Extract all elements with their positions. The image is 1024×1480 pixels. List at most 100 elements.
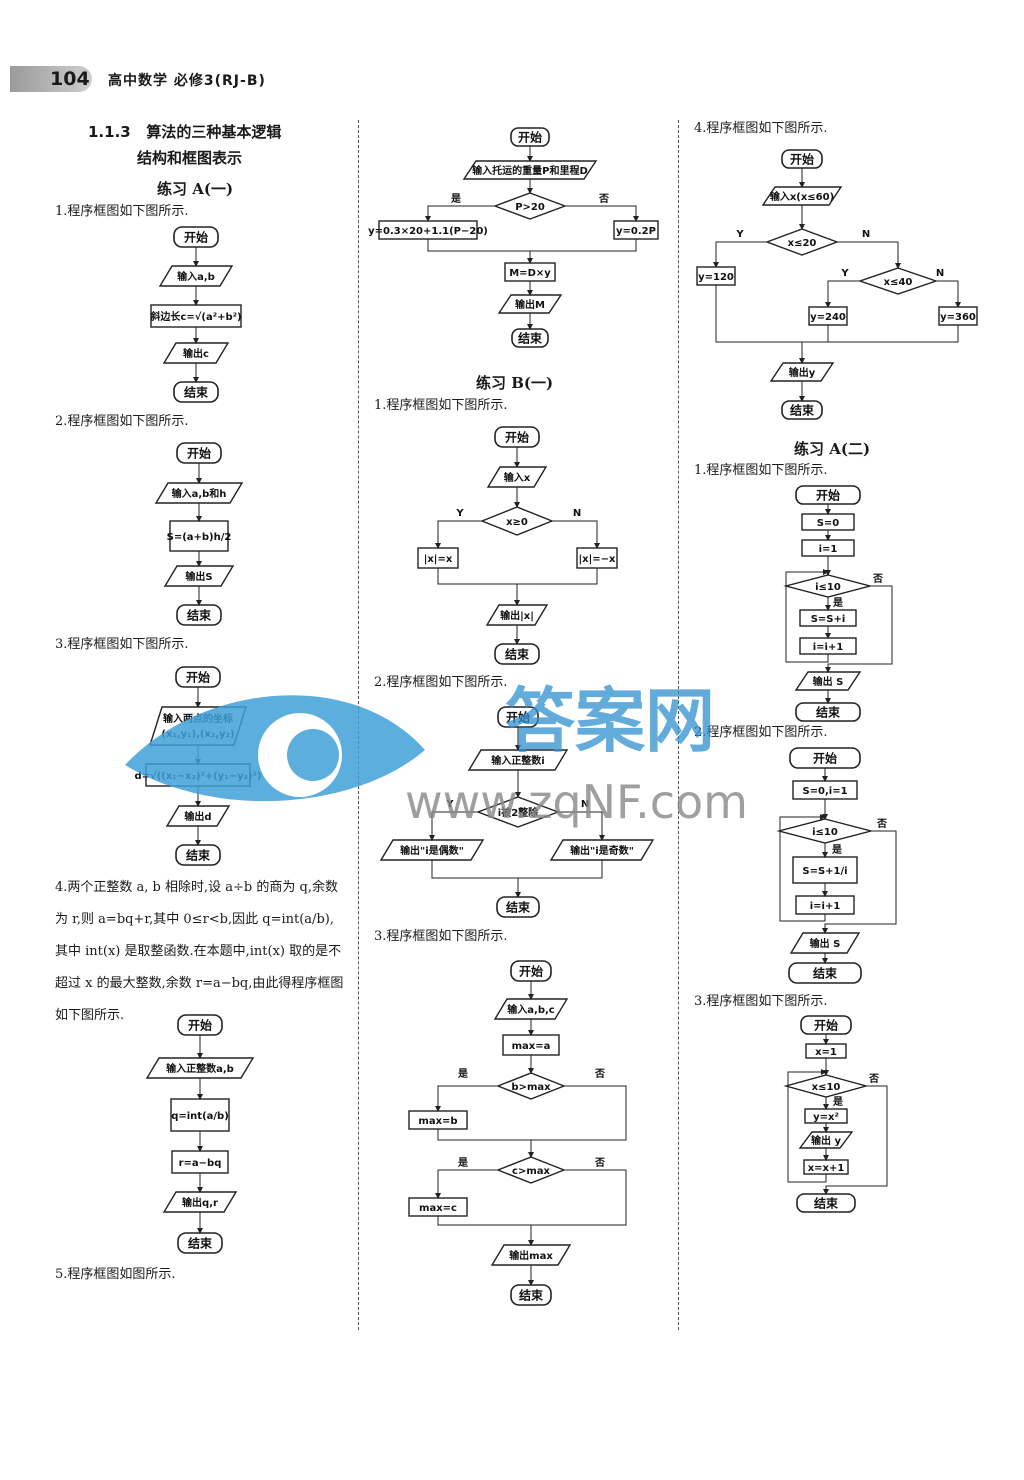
a2q1-output-label: 输出 S [813,675,844,688]
question-a1-4: 4.两个正整数 a, b 相除时,设 a÷b 的商为 q,余数为 r,则 a=b… [55,880,344,1023]
flow-arrow [837,241,901,269]
a2q2-start: 开始 [789,747,861,769]
a1q4-end-label: 结束 [188,1236,213,1251]
b1q3-init-label: max=a [512,1041,551,1052]
a1q3-process: d=√((x₁−x₂)²+(y₁−y₂)²) [135,763,262,787]
c3q4-decision-1-label: x≤20 [788,238,817,249]
c3q4-y-2: Y [840,268,849,279]
a1q5-start-label: 开始 [518,130,542,145]
a2q3-process-1: y=x² [804,1108,848,1124]
a1q5-input: 输入托运的重量P和里程D [462,160,598,180]
a1q1-start-label: 开始 [184,230,208,245]
a1q5-end: 结束 [511,328,549,348]
flow-arrow [715,285,959,343]
b1q1-end-label: 结束 [505,647,530,662]
b1q3-yes-1: 是 [457,1068,468,1080]
flow-arrow [437,1216,531,1226]
b1q3-branch-2: max=c [408,1197,468,1217]
a2q1-start: 开始 [795,485,861,505]
a1q5-no-box-label: y=0.2P [616,226,656,237]
b1q2-start: 开始 [497,706,539,728]
a2q1-process-2-label: i=i+1 [813,642,844,653]
a1q2-end-label: 结束 [187,608,212,623]
section-number: 1.1.3 [88,123,131,141]
b1q3-branch-1-label: max=b [418,1116,457,1127]
b1q2-n: N [581,799,589,810]
flow-arrow [785,569,829,663]
a1q4-input-label: 输入正整数a,b [166,1062,234,1075]
a1q2-input: 输入a,b和h [154,482,244,504]
b1q1-start-label: 开始 [505,430,529,445]
b1q2-end: 结束 [496,896,540,918]
c3q4-branch-1-label: y=120 [698,272,734,283]
a1q5-output: 输出M [497,294,563,314]
a1q5-yes-box-label: y=0.3×20+1.1(P−20) [368,226,488,237]
a1q4-start: 开始 [177,1014,223,1036]
a1q1-process: 斜边长c=√(a²+b²) [149,304,242,328]
a1q2-process: S=(a+b)h/2 [167,520,232,552]
a1q3-end-label: 结束 [186,848,211,863]
section-title: 1.1.3 算法的三种基本逻辑 [88,121,281,142]
flow-arrow [431,860,603,879]
b1q2-left-label: 输出"i是偶数" [400,844,464,857]
column-divider [678,120,679,1330]
b1q1-y: Y [455,508,464,519]
a2q1-init-i-label: i=1 [819,544,838,555]
b1q3-end: 结束 [510,1284,552,1306]
a2q3-init: x=1 [805,1043,847,1059]
a1q5-input-label: 输入托运的重量P和里程D [472,164,588,177]
b1q3-output: 输出max [490,1244,572,1266]
a1q3-process-label: d=√((x₁−x₂)²+(y₁−y₂)²) [135,770,262,782]
b1q1-input-label: 输入x [504,471,531,484]
b1q3-output-label: 输出max [509,1249,553,1262]
a2q1-init-s: S=0 [801,513,855,531]
exercise-heading-b1: 练习 B(一) [476,374,554,392]
exercise-heading-a1: 练习 A(一) [157,180,234,198]
c3q4-branch-3-label: y=360 [940,312,976,323]
b1q3-init: max=a [502,1034,560,1056]
b1q1-decision: x≥0 [480,506,554,536]
flow-arrow [427,239,637,252]
a1q3-start: 开始 [175,666,221,688]
flow-arrow [558,811,605,841]
b1q1-left-label: |x|=x [424,554,453,565]
flow-arrow [779,814,826,922]
a2q1-init-s-label: S=0 [817,518,840,529]
question-a2-2: 2.程序框图如下图所示. [694,725,828,740]
exercise-heading-a2: 练习 A(二) [794,440,871,458]
c3q4-branch-2-label: y=240 [810,312,846,323]
flow-arrow [435,520,482,549]
b1q2-input-label: 输入正整数i [491,754,544,767]
a1q4-process-q-label: q=int(a/b) [171,1111,229,1122]
a1q4-process-r-label: r=a−bq [179,1158,222,1169]
b1q1-end: 结束 [494,643,540,665]
question-a1-5: 5.程序框图如图所示. [55,1267,176,1282]
flow-arrow [531,1085,627,1141]
flow-arrow [822,830,897,934]
b1q2-left: 输出"i是偶数" [379,839,485,861]
a2q2-end: 结束 [788,962,862,984]
b1q1-input: 输入x [486,466,548,488]
b1q3-start-label: 开始 [519,964,543,979]
a1q2-process-label: S=(a+b)h/2 [167,532,232,543]
a2q2-process-2-label: i=i+1 [810,901,841,912]
c3q4-decision-1: x≤20 [764,228,840,256]
question-a1-3: 3.程序框图如下图所示. [55,637,189,652]
flow-arrow [435,1085,498,1112]
a1q1-end: 结束 [173,381,219,403]
a2q3-decision: x≤10 [783,1074,869,1098]
a2q3-no: 否 [868,1073,879,1085]
flow-arrow [437,1129,531,1141]
c3q4-branch-1: y=120 [696,266,736,286]
flow-arrow [825,585,893,673]
a2q2-init-label: S=0,i=1 [802,786,847,797]
a2q1-init-i: i=1 [801,539,855,557]
a1q2-output-label: 输出S [185,570,212,583]
b1q2-end-label: 结束 [506,900,531,915]
b1q3-input-label: 输入a,b,c [507,1003,555,1016]
a2q3-process-2-label: x=x+1 [808,1163,845,1174]
a1q1-input-label: 输入a,b [177,270,215,283]
b1q3-decision-1: b>max [496,1072,566,1100]
a2q3-process-2: x=x+1 [803,1159,849,1175]
b1q2-right: 输出"i是奇数" [549,839,655,861]
